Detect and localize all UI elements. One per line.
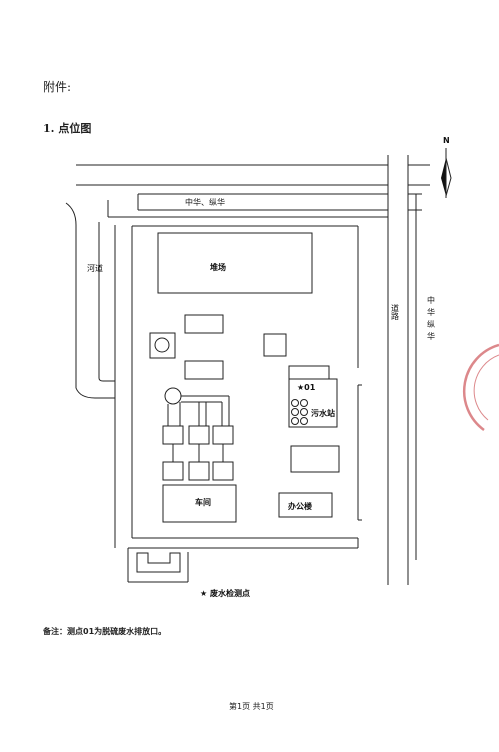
- seal-stamp-fragment: [462, 343, 499, 432]
- footnote: 备注：测点01为脱硫废水排放口。: [43, 627, 167, 636]
- sewage-tanks-icon: [291, 399, 308, 425]
- gate-structure: [136, 552, 181, 573]
- office-label: 办公楼: [288, 501, 312, 511]
- north-arrow-icon: [441, 148, 452, 198]
- treatment-tower-icon: [164, 387, 182, 405]
- stockyard: [157, 232, 313, 294]
- road-vertical-label: 道路: [391, 303, 400, 320]
- workshop-label: 车间: [195, 497, 211, 507]
- river: [65, 202, 115, 399]
- building-d: [290, 445, 340, 473]
- road-top-label: 中华、纵华: [185, 197, 225, 207]
- sewage-inlet: [288, 365, 330, 380]
- treatment-facility: [162, 387, 234, 481]
- building-b: [184, 360, 224, 380]
- road-right-label: 中华纵华: [427, 295, 436, 344]
- office-building: [278, 492, 333, 518]
- monitoring-point-01: ★01: [297, 383, 316, 392]
- sewage-station-label: 污水站: [311, 408, 335, 418]
- river-inner: [98, 222, 115, 382]
- stockyard-label: 堆场: [210, 262, 226, 272]
- page-footer: 第1页 共1页: [229, 702, 274, 711]
- building-a: [184, 314, 224, 334]
- plant-boundary: [114, 225, 362, 583]
- road-top: [76, 164, 430, 218]
- attachment-label: 附件:: [43, 80, 72, 94]
- building-c: [263, 333, 287, 357]
- legend-wastewater-point: ★ 废水检测点: [200, 588, 250, 598]
- section-title: 1. 点位图: [43, 122, 92, 135]
- workshop: [162, 484, 237, 523]
- north-label: N: [443, 136, 450, 145]
- river-label: 河道: [87, 263, 103, 273]
- tank-icon: [154, 337, 170, 353]
- road-vertical: [387, 155, 417, 585]
